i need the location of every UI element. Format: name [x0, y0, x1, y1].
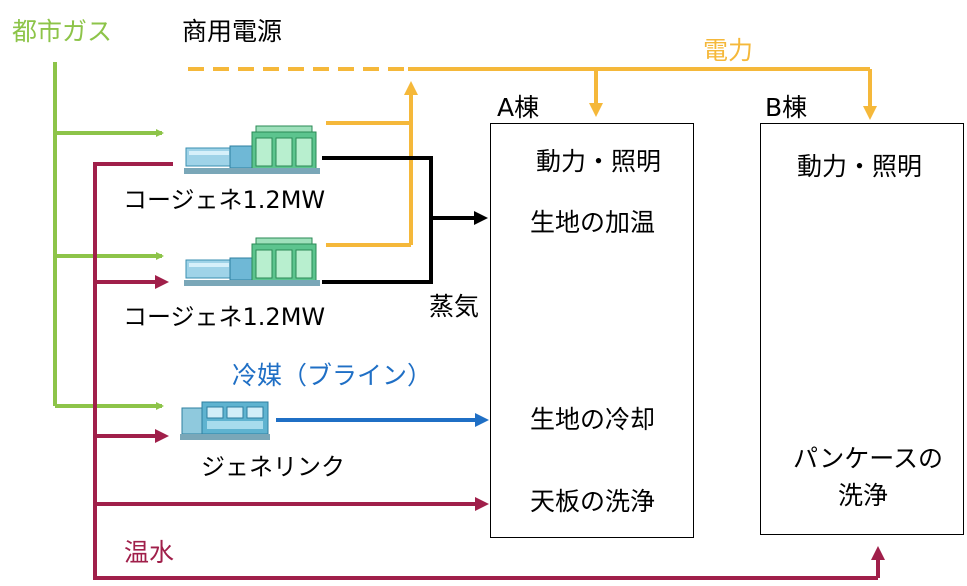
- cogeneration-1-label: コージェネ1.2MW: [123, 186, 326, 214]
- gas-lines: [53, 62, 164, 410]
- cogeneration-2-label: コージェネ1.2MW: [123, 303, 326, 331]
- building-a-use-power-lighting: 動力・照明: [536, 147, 662, 176]
- steam-lines: [322, 156, 488, 284]
- power-lines: [188, 67, 877, 247]
- building-b-box: [760, 123, 964, 535]
- building-a-title: A棟: [497, 93, 540, 122]
- city-gas-label: 都市ガス: [12, 17, 113, 46]
- hot-water-lines: [93, 162, 885, 580]
- cogeneration-unit-icon: [184, 124, 322, 176]
- building-b-use-pan-case-washing-line1: パンケースの: [793, 444, 944, 473]
- building-b-title: B棟: [765, 93, 808, 122]
- building-b-use-power-lighting: 動力・照明: [797, 152, 923, 181]
- building-a-use-tray-washing: 天板の洗浄: [530, 487, 656, 516]
- building-b-use-pan-case-washing-line2: 洗浄: [838, 481, 889, 510]
- refrigerant-label: 冷媒（ブライン）: [232, 361, 433, 390]
- genelink-label: ジェネリンク: [201, 453, 345, 481]
- hot-water-label: 温水: [124, 538, 175, 567]
- electricity-label: 電力: [703, 36, 754, 65]
- steam-label: 蒸気: [429, 292, 480, 321]
- building-a-use-dough-cooling: 生地の冷却: [530, 405, 656, 434]
- building-a-box: [490, 123, 694, 538]
- building-a-use-dough-heating: 生地の加温: [530, 208, 656, 237]
- grid-power-label: 商用電源: [182, 17, 283, 46]
- genelink-chiller-icon: [180, 398, 272, 442]
- cogeneration-unit-icon: [184, 236, 322, 288]
